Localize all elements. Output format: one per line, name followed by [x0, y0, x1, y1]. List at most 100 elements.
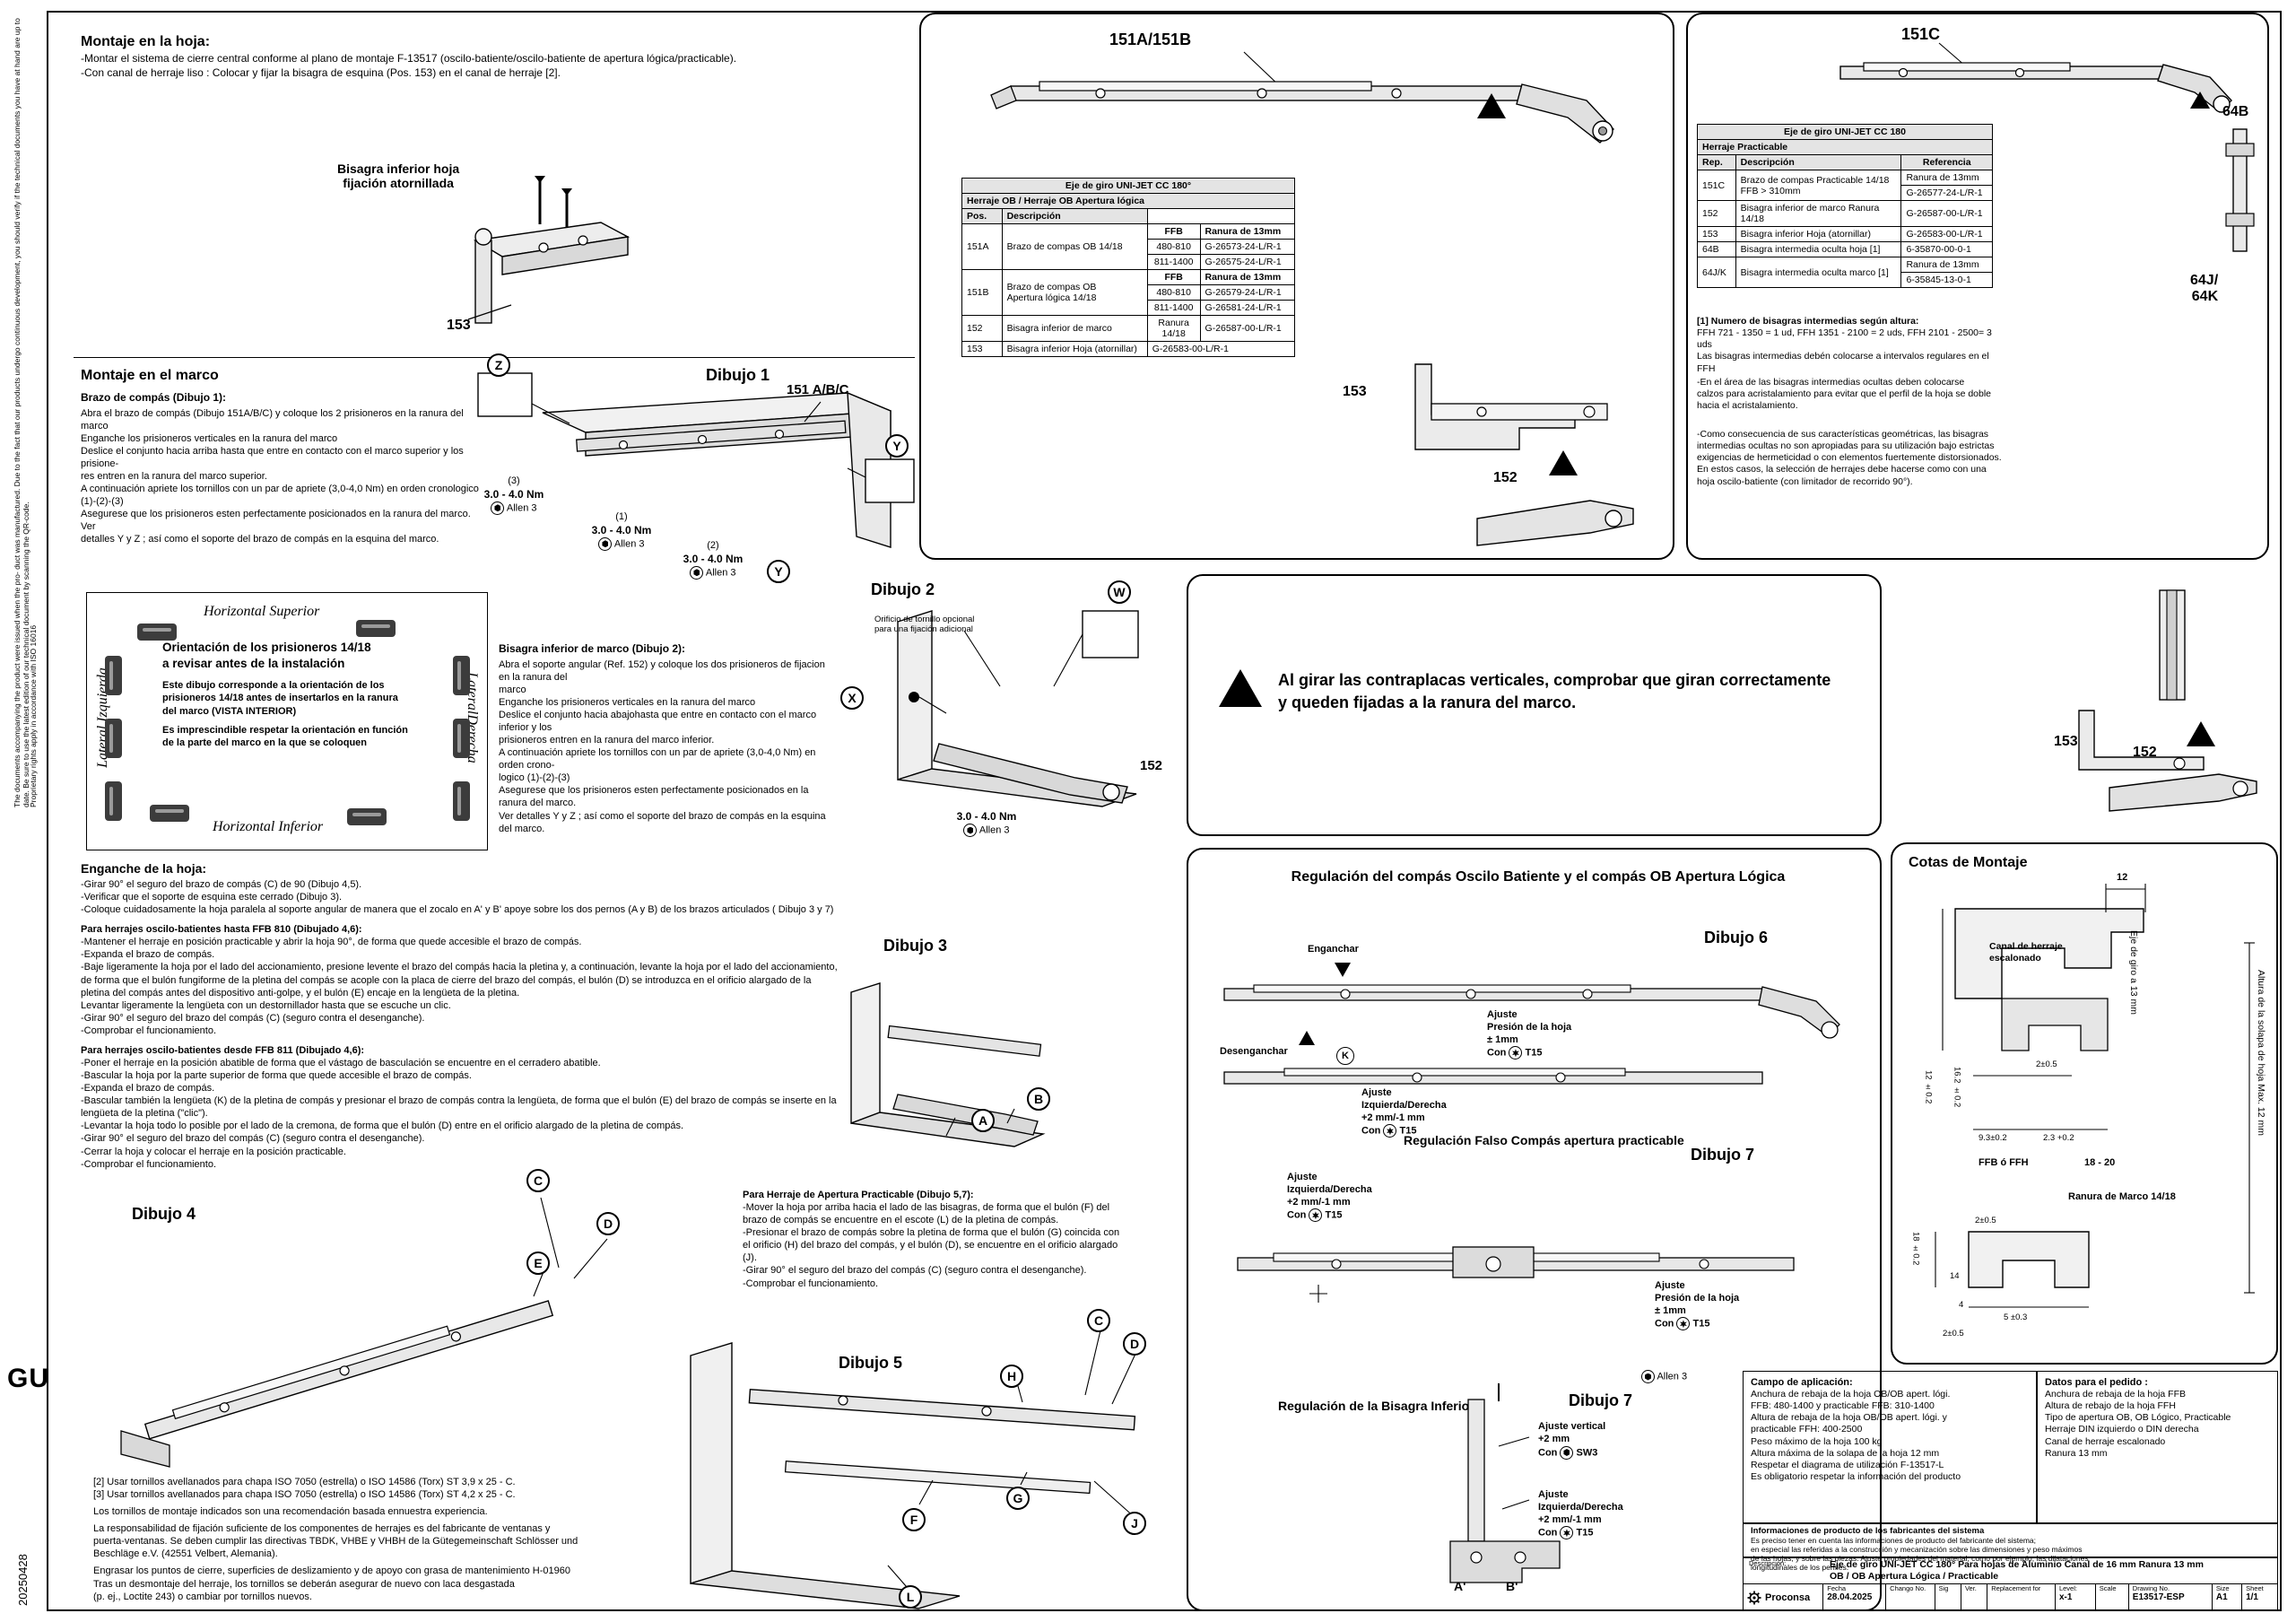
sub3-title: Para Herraje de Apertura Practicable (Di… [743, 1190, 974, 1200]
tool-row: Con T15 [1287, 1208, 1372, 1223]
drawing-no-cell: Drawing No.E13517-ESP [2129, 1584, 2213, 1610]
ffb-range: 480-810 [1146, 239, 1201, 255]
pin-d-marker: D [1123, 1332, 1146, 1356]
section-montaje-marco: Montaje en el marco Brazo de compás (Dib… [81, 368, 480, 545]
con-label: Con [1655, 1318, 1674, 1330]
corner-support-drawing [850, 982, 1046, 1147]
note-1-title: [1] Numero de bisagras intermedias según… [1697, 316, 1919, 327]
block-datos-pedido: Datos para el pedido : Anchura de rebaja… [2037, 1371, 2278, 1523]
orientation-box: Horizontal Superior Lateral Izquierda La… [86, 592, 488, 850]
tool-name: T15 [1692, 1318, 1710, 1330]
tool-row: Con T15 [1487, 1046, 1571, 1060]
reference: G-26583-00-L/R-1 [1146, 341, 1296, 357]
corner-hinge-drawing [467, 176, 631, 324]
dim-18: 18 ±0.2 [1910, 1232, 1921, 1266]
warning-triangle-icon [2187, 721, 2215, 746]
row-64b-desc: Bisagra intermedia oculta hoja [1] [1735, 241, 1902, 257]
falso-compas-drawing [1237, 1246, 1795, 1303]
sheet-value: 1/1 [2246, 1592, 2258, 1603]
row-151c-ref2: G-26577-24-L/R-1 [1900, 185, 1993, 201]
row-153-desc: Bisagra inferior Hoja (atornillar) [1001, 341, 1148, 357]
tool-name: Allen 3 [613, 538, 645, 550]
dim-9-3: 9.3±0.2 [1979, 1133, 2007, 1143]
figure-bisagra-hoja: Bisagra inferior hoja fijación atornilla… [332, 154, 637, 353]
figure-title: Dibujo 7 [1569, 1391, 1632, 1409]
prisionero-icon [453, 719, 470, 758]
row-153-pos: 153 [1697, 226, 1736, 242]
doc-number: 20250428 [16, 1554, 30, 1606]
fecha-value: 28.04.2025 [1827, 1592, 1873, 1603]
pin-b-marker: B [1027, 1087, 1050, 1111]
scale-cell: Scale [2096, 1584, 2129, 1610]
socket-a-label: A' [1454, 1579, 1466, 1593]
figure-title: Dibujo 4 [132, 1205, 196, 1223]
detail-z-marker: Z [487, 353, 510, 377]
section-title: Montaje en la hoja: [81, 34, 211, 49]
glazing-blocks-note: -En el área de las bisagras intermedias … [1697, 377, 1992, 412]
footnote-2: [2] Usar tornillos avellanados para chap… [93, 1477, 516, 1487]
figure-dibujo-3: Dibujo 3 A B [812, 933, 1081, 1173]
lower-hinge-drawing [1449, 1383, 1561, 1583]
size-value: A1 [2215, 1592, 2228, 1603]
allen-key-icon [491, 501, 505, 515]
dim-2b: 2±0.5 [1975, 1216, 1996, 1225]
dim-5: 5 ±0.3 [2004, 1312, 2028, 1322]
torque-note: 3.0 - 4.0 Nm Allen 3 [937, 810, 1036, 837]
dim-12: 12 [2117, 872, 2128, 883]
row-152-mid: Ranura 14/18 [1146, 315, 1201, 342]
company-name: Proconsa [1765, 1591, 1811, 1603]
figure-right-brackets: 153 152 [2027, 585, 2274, 832]
figure-falso-compas: Ajuste Izquierda/Derecha +2 mm/-1 mm Con… [1202, 1159, 1870, 1352]
adjustment-arms-drawing [1223, 984, 1840, 1085]
panel-regulacion: Regulación del compás Oscilo Batiente y … [1187, 848, 1882, 1611]
warning-triangle-icon [1219, 669, 1262, 707]
eje-giro-label: Eje de giro a 13 mm [2128, 930, 2140, 1015]
torque-value: 3.0 - 4.0 Nm [483, 487, 544, 501]
sub2-title: Para herrajes oscilo-batientes desde FFB… [81, 1044, 365, 1056]
part-64jk-label: 64J/ 64K [2190, 273, 2219, 304]
ajuste-lr-block: Ajuste Izquierda/Derecha +2 mm/-1 mm Con… [1287, 1172, 1372, 1223]
dim-12b: 12 ±0.2 [1923, 1070, 1934, 1104]
section-footnotes: [2] Usar tornillos avellanados para chap… [93, 1476, 649, 1603]
torque-value: 3.0 - 4.0 Nm [591, 523, 652, 536]
sub2-body: -Poner el herraje en la posición abatibl… [81, 1058, 837, 1170]
bottom-hinge-152-drawing [1476, 500, 1634, 546]
table-title: Eje de giro UNI-JET CC 180 [1697, 124, 1993, 140]
figure-caption: Bisagra inferior hoja fijación atornilla… [337, 161, 460, 190]
torque-step-3: (3) 3.0 - 4.0 Nm Allen 3 [471, 475, 557, 515]
reference: G-26587-00-L/R-1 [1199, 315, 1296, 342]
label-horizontal-inferior: Horizontal Inferior [213, 819, 324, 834]
warning-triangle-icon [2190, 92, 2210, 109]
ajuste-lines: Ajuste vertical +2 mm [1538, 1421, 1606, 1444]
pin-d-marker: D [596, 1212, 620, 1235]
footnote-p4: Tras un desmontaje del herraje, los torn… [93, 1578, 515, 1602]
pin-a-marker: A [971, 1109, 995, 1132]
ajuste-presion-block: Ajuste Presión de la hoja ± 1mm Con T15 [1487, 1009, 1571, 1060]
tool-name: Allen 3 [705, 567, 736, 579]
company-cell: Proconsa [1744, 1584, 1824, 1610]
footnote-p2: La responsabilidad de fijación suficient… [93, 1523, 578, 1560]
sidebar-iso-note: Proprietary rights apply in accordance w… [29, 624, 38, 807]
allen-key-icon [690, 565, 704, 580]
intermediate-hinge-note: [1] Numero de bisagras intermedias según… [1697, 316, 2002, 375]
drawing-no-value: E13517-ESP [2132, 1592, 2185, 1603]
detail-w-marker: W [1108, 580, 1131, 604]
hole-h-marker: H [1000, 1365, 1023, 1388]
gu-logo: GU [7, 1364, 49, 1393]
step-number: (3) [508, 475, 520, 486]
geometry-note: -Como consecuencia de sus característica… [1697, 429, 2002, 487]
allen-note: Allen 3 [1641, 1370, 1687, 1383]
sheet-frame [47, 11, 2282, 1611]
solapa-label: Altura de la solapa de hoja Max. 12 mm [2256, 970, 2267, 1137]
row-152-desc: Bisagra inferior de marco [1001, 315, 1148, 342]
footnote-p3: Engrasar los puntos de cierre, superfici… [93, 1565, 570, 1577]
part-151ab-label: 151A/151B [1109, 31, 1192, 48]
ver-cell: Ver. [1961, 1584, 1988, 1610]
notch-l-marker: L [899, 1585, 922, 1609]
col-rep: Rep. [1697, 154, 1736, 170]
channel-and-brackets-drawing [2078, 589, 2257, 812]
socket-b-label: B' [1506, 1579, 1518, 1593]
con-label: Con [1487, 1047, 1507, 1059]
